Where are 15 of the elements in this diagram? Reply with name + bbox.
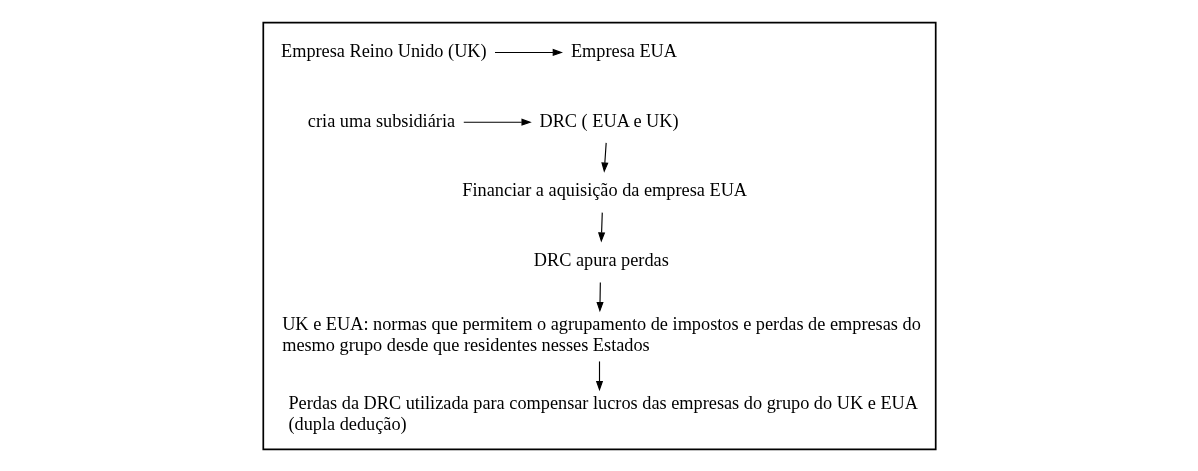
arrow <box>595 360 603 391</box>
node-text: Perdas da DRC utilizada para compensar lucros das empresas do grupo do UK e EUA (dupla dedução) <box>287 392 918 434</box>
node-text: DRC apura perdas <box>533 249 669 270</box>
node-text: DRC ( EUA e UK) <box>538 110 679 131</box>
node-text: UK e EUA: normas que permitem o agrupamento de impostos e perdas de empresas do mesmo grupo desde que residentes nesses Estados <box>281 313 921 355</box>
cluster <box>261 21 937 450</box>
node-text: Empresa Reino Unido (UK) <box>280 40 487 61</box>
arrow <box>493 48 563 56</box>
arrow <box>595 281 604 312</box>
node-text: Financiar a aquisição da empresa EUA <box>461 179 747 200</box>
arrow <box>600 141 608 173</box>
node-text: Empresa EUA <box>570 40 677 61</box>
arrow <box>462 118 532 126</box>
node-text: cria uma subsidiária <box>307 110 455 131</box>
arrow <box>597 211 605 243</box>
